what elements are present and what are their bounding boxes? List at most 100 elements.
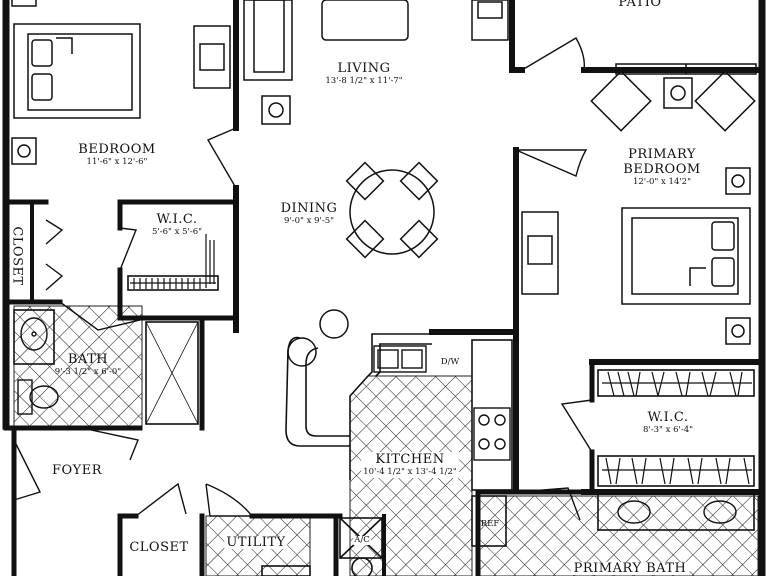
door-primary-bath (517, 487, 581, 521)
kitchen-sink (373, 345, 427, 373)
utility-washer (261, 565, 311, 576)
room-name-utility: UTILITY (226, 535, 286, 550)
room-name-bath: BATH (67, 352, 109, 367)
bed-primary (621, 207, 751, 305)
room-name-primary-bath: PRIMARY BATH (573, 561, 687, 576)
fixture-label-ac: A/C (353, 535, 371, 545)
chair-1 (345, 161, 385, 201)
room-dims-living: 13'-8 1/2" x 11'-7" (325, 76, 403, 86)
toilet-bowl (29, 385, 59, 409)
dresser-bedroom (193, 25, 231, 89)
room-dims-wic-primary: 8'-3" x 6'-4" (642, 425, 694, 435)
shower (145, 321, 199, 425)
tv-primary (527, 235, 553, 265)
burner-3 (478, 438, 490, 450)
room-name-foyer: FOYER (51, 463, 103, 478)
room-name-patio: PATIO (618, 0, 662, 10)
patio-chair-2 (694, 70, 756, 132)
room-label-foyer: FOYER (52, 464, 102, 477)
wic-shelf-primary-bottom (597, 455, 755, 487)
primary-bath-sink-2 (703, 500, 737, 524)
room-label-utility: UTILITY (224, 535, 288, 550)
bath-sink (20, 317, 48, 351)
end-table-living (261, 95, 291, 125)
bar-stool-1 (319, 309, 349, 339)
bar-stool-2 (287, 337, 317, 367)
side-table-primary (663, 77, 693, 109)
door-utility (205, 483, 254, 517)
room-name-wic-primary: W.I.C. (647, 410, 689, 425)
room-name-kitchen: KITCHEN (375, 452, 445, 467)
fixtures (17, 317, 737, 524)
hangers-bedroom (133, 240, 215, 289)
door-wic-primary (560, 399, 593, 453)
door-closet-side (45, 219, 64, 291)
lamp-bedroom (17, 144, 31, 158)
room-label-bath: BATH 9'-3 1/2" x 6'-0" (55, 353, 121, 377)
coffee-table (321, 0, 409, 41)
kitchen-sink-bowl-2 (401, 349, 423, 369)
dresser-primary (521, 211, 559, 295)
room-dims-bedroom: 11'-6" x 12'-6" (86, 157, 148, 167)
room-dims-wic-bedroom: 5'-6" x 5'-6" (151, 227, 203, 237)
toilet-tank (17, 379, 33, 415)
sofa-seat (253, 0, 285, 73)
room-label-patio: PATIO (618, 0, 661, 9)
pillow-4 (711, 257, 735, 287)
room-name-primary-line1: PRIMARY (628, 147, 696, 162)
room-label-wic-primary: W.I.C. 8'-3" x 6'-4" (643, 411, 693, 435)
nightstand-bedroom-top (11, 0, 37, 7)
counters (13, 275, 755, 576)
closet-rods (130, 234, 752, 485)
kitchen-right-counter (471, 339, 513, 491)
room-label-kitchen: KITCHEN 10'-4 1/2" x 13'-4 1/2" (361, 452, 459, 478)
room-dims-kitchen: 10'-4 1/2" x 13'-4 1/2" (363, 467, 457, 477)
nightstand-primary-2 (725, 317, 751, 345)
tv-living (471, 0, 509, 41)
chair-3 (345, 219, 385, 259)
wic-shelf-primary-top (597, 369, 755, 397)
burner-2 (494, 414, 506, 426)
room-name-primary-line2: BEDROOM (623, 162, 701, 177)
nightstand-primary-1 (725, 167, 751, 195)
pillow-2 (31, 73, 53, 101)
furniture (11, 0, 757, 367)
room-name-closet-side: CLOSET (9, 226, 25, 286)
peninsula-bar (285, 336, 350, 447)
stove (473, 407, 511, 461)
room-label-primary-bath: PRIMARY BATH (570, 561, 690, 576)
door-wic-bedroom (119, 227, 137, 271)
door-foyer-entry (13, 439, 41, 501)
room-name-dining: DINING (280, 201, 338, 216)
room-label-closet-side: CLOSET (9, 226, 25, 286)
patio-chair-1 (590, 70, 652, 132)
water-heater (351, 557, 373, 576)
kitchen-counter (349, 333, 432, 480)
kitchen-counter-inner (375, 343, 432, 377)
doors (13, 37, 593, 521)
lamp-primary-1 (731, 174, 745, 188)
tv-living-screen (477, 1, 503, 19)
lamp-living (268, 102, 284, 118)
dining-table (349, 169, 435, 255)
bath-vanity (13, 309, 55, 365)
shower-glass-2 (145, 321, 199, 425)
tv-bedroom (199, 43, 225, 71)
bed-sheet-fold (56, 37, 73, 54)
chair-2 (399, 161, 439, 201)
door-foyer-coat (81, 427, 139, 461)
room-label-living: LIVING 13'-8 1/2" x 11'-7" (325, 62, 402, 86)
room-dims-bath: 9'-3 1/2" x 6'-0" (54, 367, 122, 377)
bed-bedroom (13, 23, 141, 119)
door-closet (135, 482, 187, 517)
fixture-label-refrigerator: REF (480, 519, 500, 529)
bed-primary-mattress (631, 217, 739, 295)
peninsula-bar-inner (305, 347, 350, 437)
bath-drain (31, 331, 37, 337)
room-label-wic-bedroom: W.I.C. 5'-6" x 5'-6" (152, 213, 202, 237)
room-name-closet: CLOSET (129, 540, 189, 555)
room-label-primary-bedroom: PRIMARY BEDROOM 12'-0" x 14'2" (623, 148, 700, 187)
hangers-primary-bottom (605, 457, 750, 485)
door-bath (59, 301, 141, 331)
